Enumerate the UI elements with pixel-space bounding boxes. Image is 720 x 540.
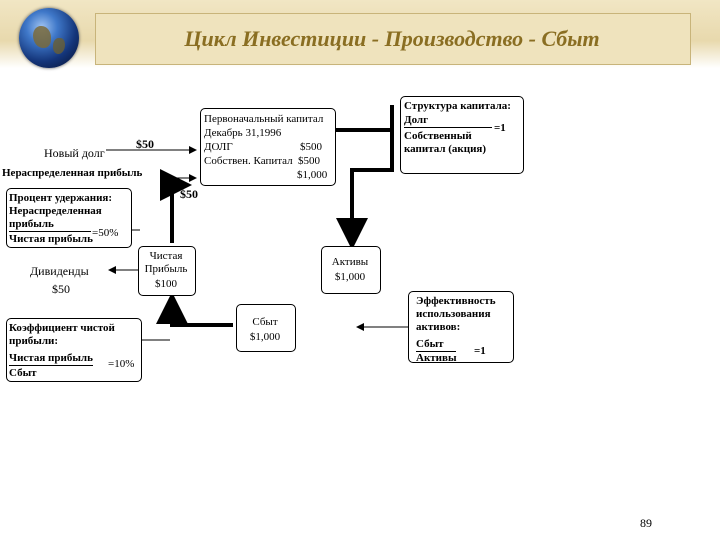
dividends-amount: $50 — [52, 282, 70, 296]
arrow-netincome-to-capital — [160, 169, 192, 243]
title-box — [95, 13, 691, 65]
assets-label: Активы — [331, 256, 369, 268]
turnover-value: =1 — [474, 345, 486, 357]
retained-amount: $50 — [180, 187, 198, 201]
capital-total: $1,000 — [297, 169, 328, 181]
sales-amount: $1,000 — [249, 331, 281, 343]
retention-value: =50% — [92, 227, 119, 239]
structure-value: =1 — [494, 122, 506, 134]
page-number: 89 — [640, 516, 652, 530]
margin-title: Коэффициент чистой прибыли: — [9, 322, 115, 347]
capital-debt-value: $500 — [300, 141, 322, 153]
retention-title: Процент удержания: — [9, 192, 113, 204]
margin-value: =10% — [108, 358, 135, 370]
retention-box — [6, 188, 132, 248]
margin-denominator: Сбыт — [9, 367, 37, 379]
structure-numerator: Долг — [404, 114, 492, 128]
netincome-box — [138, 246, 196, 296]
header-band: Цикл Инвестиции - Производство - Сбыт — [0, 0, 720, 68]
capital-debt-label: ДОЛГ — [204, 141, 233, 153]
slide-title: Цикл Инвестиции - Производство - Сбыт — [184, 26, 600, 51]
turnover-denominator: Активы — [416, 352, 457, 364]
assets-box — [321, 246, 381, 294]
capital-date: Декабрь 31,1996 — [204, 127, 282, 139]
new-debt-label: Новый долг — [44, 146, 105, 160]
arrow-sales-to-netincome — [156, 292, 233, 327]
arrow-capital-to-structure — [331, 105, 394, 242]
assets-amount: $1,000 — [334, 271, 366, 283]
globe-icon — [19, 8, 79, 68]
netincome-label: Чистая Прибыль — [144, 250, 188, 275]
retention-numerator: Нераспределенная прибыль — [9, 205, 102, 232]
capital-equity-label: Собствен. Капитал — [204, 155, 293, 167]
dividends-label: Дивиденды — [30, 264, 89, 278]
structure-box — [400, 96, 524, 174]
new-debt-amount: $50 — [136, 137, 154, 151]
structure-denominator: Собственный капитал (акция) — [404, 130, 487, 155]
netincome-amount: $100 — [155, 278, 177, 290]
structure-title: Структура капитала: — [404, 100, 511, 112]
sales-label: Сбыт — [252, 316, 278, 328]
capital-box — [200, 108, 336, 186]
capital-title: Первоначальный капитал — [204, 113, 324, 125]
turnover-numerator: Сбыт — [416, 338, 456, 352]
sales-box — [236, 304, 296, 352]
retention-denominator: Чистая прибыль — [9, 233, 93, 245]
turnover-title: Эффективность использования активов: — [416, 295, 496, 333]
margin-box — [6, 318, 142, 382]
retained-label: Нераспределенная прибыль — [2, 167, 143, 179]
capital-equity-value: $500 — [298, 155, 320, 167]
margin-numerator: Чистая прибыль — [9, 352, 93, 366]
